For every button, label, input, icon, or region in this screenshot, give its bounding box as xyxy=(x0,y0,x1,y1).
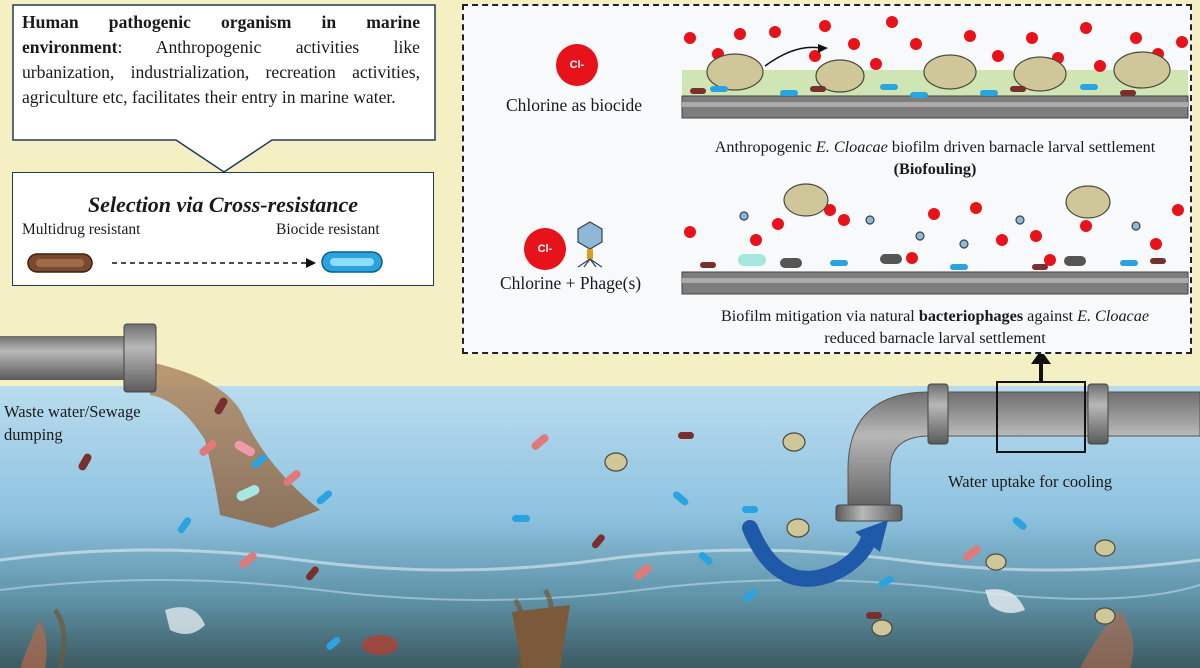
mitigation-caption: Biofilm mitigation via natural bacteriop… xyxy=(680,305,1190,349)
bacteria-scatter xyxy=(78,397,1027,650)
resistance-arrow-graphic xyxy=(27,251,383,273)
water-uptake-label: Water uptake for cooling xyxy=(948,472,1113,491)
chlorine-icon-2: Cl- xyxy=(524,228,566,270)
biofouling-illustration xyxy=(681,16,1189,119)
callout-title: Human pathogenic organism in marine envi… xyxy=(22,12,420,57)
chlorine-icon-1: Cl- xyxy=(556,44,598,86)
trash-cup xyxy=(512,605,570,668)
cap1-bold: (Biofouling) xyxy=(893,160,977,178)
waste-water-label: Waste water/Sewage dumping xyxy=(4,400,141,446)
selection-title: Selection via Cross-resistance xyxy=(87,192,359,217)
cap2-bold: bacteriophages xyxy=(918,307,1024,325)
phage-icon xyxy=(577,221,603,268)
barnacle-larvae xyxy=(604,432,1116,637)
waste-label-line1: Waste water/Sewage xyxy=(4,402,141,421)
biocide-resistant-label: Biocide resistant xyxy=(276,221,380,238)
callout-text: Human pathogenic organism in marine envi… xyxy=(22,10,420,110)
cap1-post: biofilm driven barnacle larval settlemen… xyxy=(887,138,1156,156)
cap2-mid: against xyxy=(1023,307,1078,325)
intake-arrow xyxy=(742,520,878,587)
cap1-italic: E. Cloacae xyxy=(815,138,888,156)
waste-label-line2: dumping xyxy=(4,425,63,444)
chlorine-phage-label: Chlorine + Phage(s) xyxy=(500,273,642,293)
outfall-pipe xyxy=(0,336,130,380)
cap2-post: reduced barnacle larval settlement xyxy=(824,329,1046,347)
cap1-pre: Anthropogenic xyxy=(714,138,816,156)
cap2-italic: E. Cloacae xyxy=(1077,307,1150,325)
callout-box xyxy=(12,4,436,173)
chlorine-biocide-label: Chlorine as biocide xyxy=(506,95,643,115)
cap2-pre: Biofilm mitigation via natural xyxy=(720,307,919,325)
multidrug-resistant-label: Multidrug resistant xyxy=(22,221,141,238)
callout-body: : Anthropogenic activities like urbaniza… xyxy=(22,37,420,107)
biofouling-caption: Anthropogenic E. Cloacae biofilm driven … xyxy=(680,136,1190,180)
phage-mitigation-illustration xyxy=(681,183,1189,295)
